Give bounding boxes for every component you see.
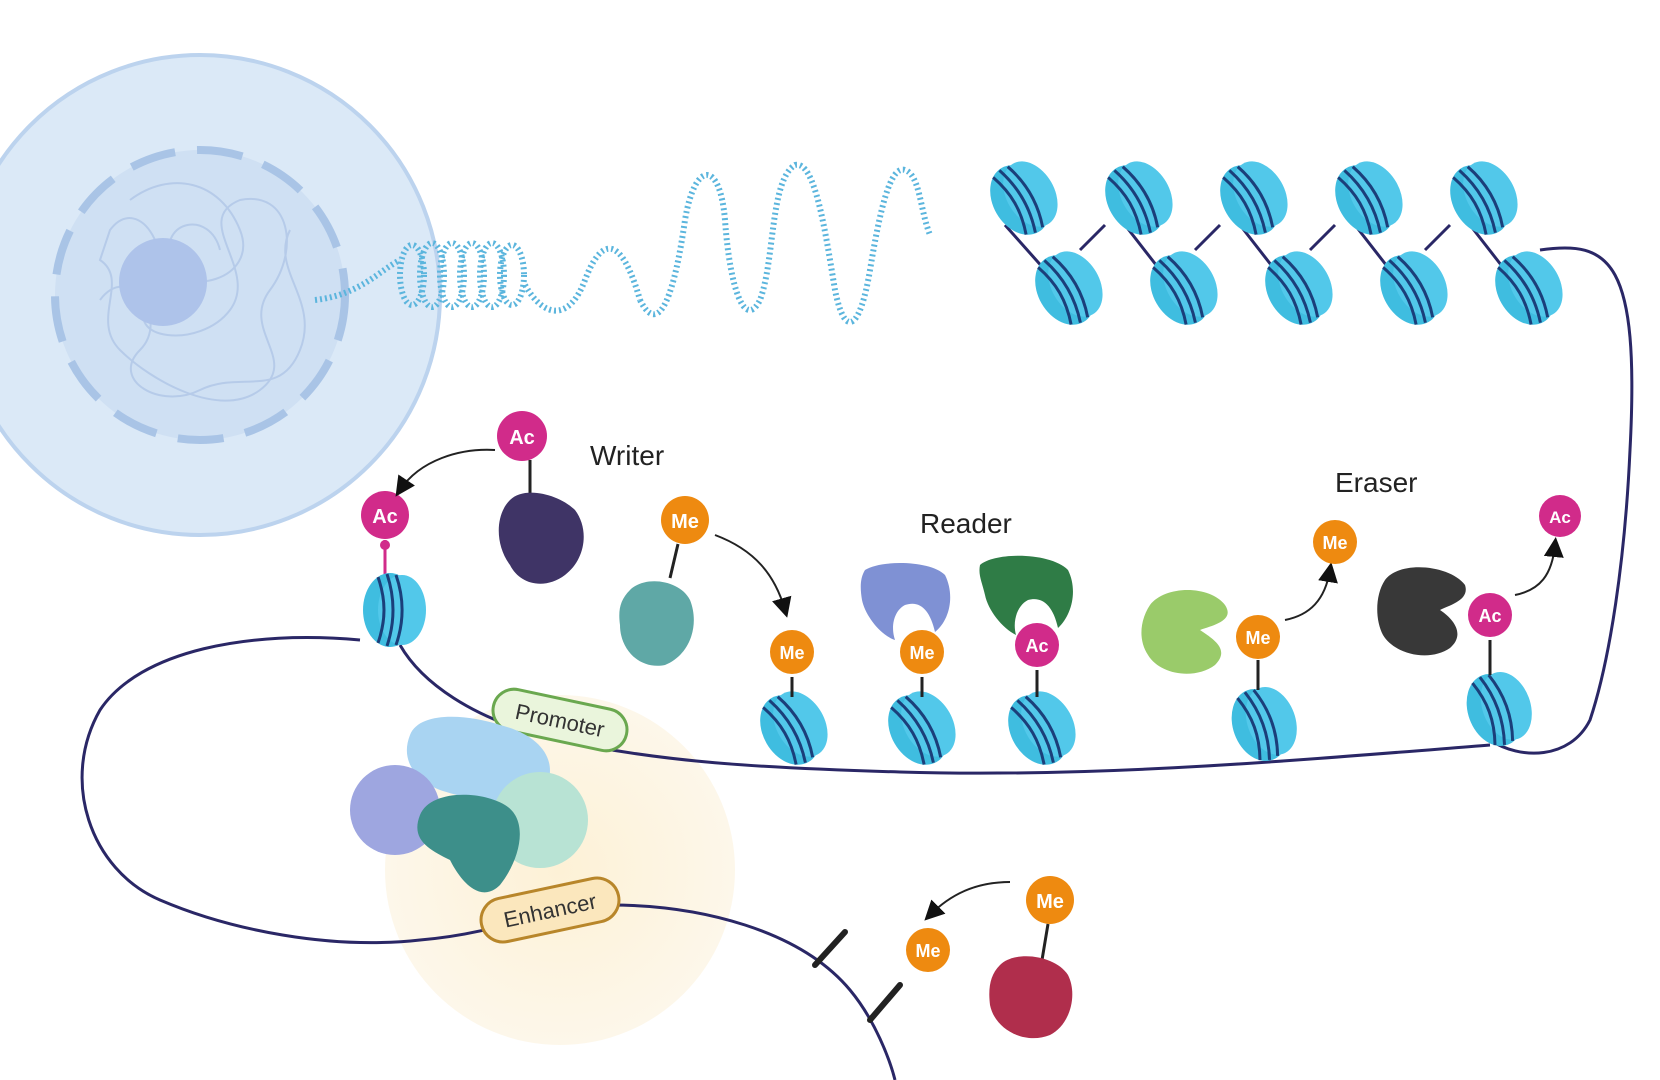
- nucleosome-icon: [361, 571, 428, 649]
- nucleosome-icon: [1091, 148, 1187, 248]
- eraser-group: Eraser Me Me Ac Ac: [1141, 467, 1581, 771]
- methyl-mark-icon: Me: [900, 630, 944, 674]
- reader-group: Reader Me Me Ac: [746, 508, 1090, 778]
- chromatin-fiber-icon: [314, 161, 933, 325]
- svg-text:Me: Me: [1245, 628, 1270, 648]
- writer-methyl-enzyme-icon: [619, 581, 694, 666]
- reader-protein-acetyl-icon: [979, 555, 1073, 635]
- svg-text:Ac: Ac: [1549, 508, 1571, 527]
- eraser-label: Eraser: [1335, 467, 1417, 498]
- dna-strand: [80, 636, 1491, 1080]
- svg-text:Ac: Ac: [1025, 636, 1048, 656]
- methyl-mark-icon: Me: [1026, 876, 1074, 924]
- nucleosome-icon: [1021, 238, 1117, 338]
- nucleosome-icon: [976, 148, 1072, 248]
- nucleosome-icon: [1206, 148, 1302, 248]
- dna-methylation-group: Me Me: [812, 876, 1074, 1039]
- nucleosome-icon: [746, 678, 842, 778]
- methyl-mark-icon: Me: [1313, 520, 1357, 564]
- acetyl-mark-icon: Ac: [361, 491, 409, 539]
- nucleosome-icon: [1251, 238, 1347, 338]
- svg-text:Ac: Ac: [372, 506, 398, 528]
- nucleolus-icon: [119, 238, 207, 326]
- writer-enzyme-icon: [498, 492, 584, 584]
- nucleosome-icon: [1136, 238, 1232, 338]
- acetyl-mark-icon: Ac: [497, 411, 547, 461]
- nucleosome-icon: [1220, 676, 1308, 771]
- svg-text:Me: Me: [671, 511, 699, 533]
- nucleosome-icon: [1321, 148, 1417, 248]
- acetyl-mark-icon: Ac: [1468, 593, 1512, 637]
- methyl-mark-icon: Me: [1236, 615, 1280, 659]
- reader-protein-methyl-icon: [860, 563, 951, 640]
- eraser-enzyme-methyl-icon: [1141, 590, 1228, 674]
- enhancer-tag: Enhancer: [479, 876, 621, 944]
- svg-text:Me: Me: [779, 643, 804, 663]
- methyl-mark-icon: Me: [906, 928, 950, 972]
- svg-text:Me: Me: [1322, 533, 1347, 553]
- methyl-mark-icon: Me: [661, 496, 709, 544]
- nucleosome-icon: [994, 678, 1090, 778]
- svg-text:Ac: Ac: [1478, 606, 1501, 626]
- svg-text:Ac: Ac: [509, 427, 535, 449]
- acetyl-mark-icon: Ac: [1015, 623, 1059, 667]
- methyl-mark-icon: Me: [770, 630, 814, 674]
- svg-text:Me: Me: [1036, 891, 1064, 913]
- nucleosome-icon: [1481, 238, 1577, 338]
- linker-dna: [1003, 223, 1634, 755]
- promoter-tag: Promoter: [491, 687, 629, 753]
- svg-text:Me: Me: [909, 643, 934, 663]
- dna-methyltransferase-icon: [989, 956, 1073, 1039]
- reader-label: Reader: [920, 508, 1012, 539]
- svg-text:Me: Me: [915, 941, 940, 961]
- writer-label: Writer: [590, 440, 664, 471]
- writer-group: Ac Writer Me: [395, 411, 792, 666]
- acetyl-mark-icon: Ac: [1539, 495, 1581, 537]
- nucleosome-acetylated-left: Ac: [361, 491, 428, 649]
- eraser-enzyme-acetyl-icon: [1377, 567, 1466, 656]
- nucleosome-icon: [1455, 661, 1543, 756]
- nucleus-icon: [51, 146, 349, 444]
- nucleosome-icon: [1366, 238, 1462, 338]
- protein-complex-icon: [350, 716, 588, 893]
- nucleosome-icon: [1436, 148, 1532, 248]
